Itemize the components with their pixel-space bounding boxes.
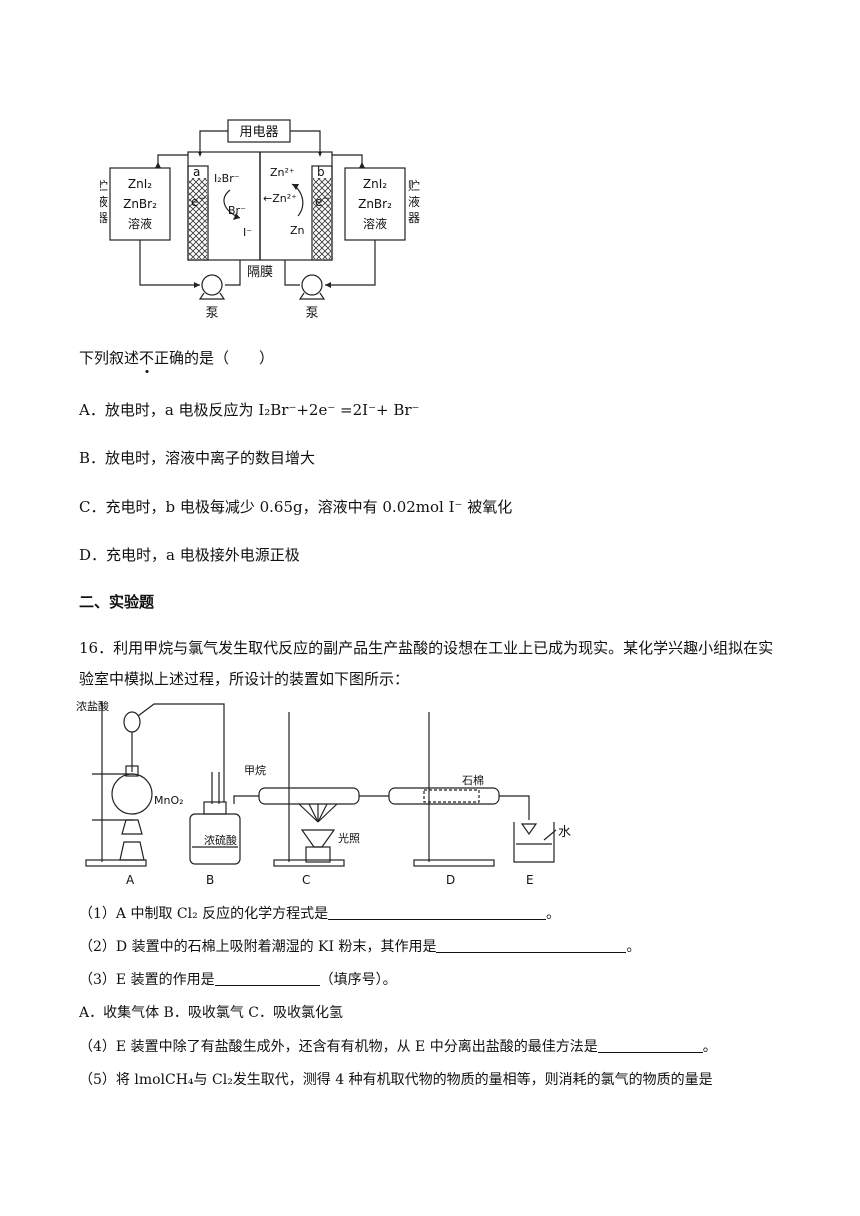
label-light: 光照: [338, 831, 360, 845]
pump-left-label: 泵: [205, 306, 218, 321]
label-e: E: [526, 873, 534, 887]
label-conc-hcl: 浓盐酸: [76, 699, 109, 713]
species-i: I⁻: [243, 226, 252, 239]
electrode-b: [311, 165, 333, 261]
label-methane: 甲烷: [244, 763, 266, 777]
species-zn: Zn: [290, 224, 305, 237]
sub-question-2: （2）D 装置中的石棉上吸附着潮湿的 KI 粉末，其作用是。: [79, 938, 641, 955]
apparatus-diagram: 浓盐酸 MnO₂ 甲烷 浓硫酸 光照 石棉 水 A B C D E: [76, 699, 571, 887]
right-side-label-2: 液: [408, 194, 420, 209]
right-side-label-3: 器: [408, 211, 420, 225]
sub-question-3: （3）E 装置的作用是（填序号）。: [79, 971, 397, 988]
sub-question-5: （5）将 lmolCH₄与 Cl₂发生取代，测得 4 种有机取代物的物质的量相等…: [79, 1072, 713, 1088]
right-tank-line2: ZnBr₂: [358, 197, 392, 211]
label-asbestos: 石棉: [462, 773, 484, 787]
left-side-label-2: 液: [100, 194, 108, 209]
left-tank-line1: ZnI₂: [128, 177, 152, 191]
species-br: Br⁻: [228, 204, 246, 217]
answer-blank-1[interactable]: [328, 905, 547, 920]
pump-right: [301, 274, 323, 296]
option-a: A．放电时，a 电极反应为 I₂Br⁻+2e⁻ =2I⁻+ Br⁻: [79, 401, 420, 419]
emphasis-dot-char: 不: [139, 349, 155, 367]
species-i2br: I₂Br⁻: [214, 172, 240, 185]
electrode-b-label: b: [317, 165, 325, 179]
answer-blank-3[interactable]: [214, 971, 320, 986]
label-conc-h2so4: 浓硫酸: [204, 833, 237, 847]
label-d: D: [446, 873, 455, 887]
answer-blank-2[interactable]: [436, 938, 627, 953]
label-a: A: [126, 873, 135, 887]
option-c: C．充电时，b 电极每减少 0.65g，溶液中有 0.02mol I⁻ 被氧化: [79, 498, 513, 516]
left-side-label-1: 贮: [100, 178, 108, 193]
left-side-label-3: 器: [100, 211, 108, 225]
battery-diagram: 用电器 a b e− e− I₂Br⁻ Br⁻ I⁻ Zn²⁺ ←Zn²⁺ Zn…: [100, 119, 420, 321]
label-water: 水: [558, 825, 571, 840]
pump-left: [201, 274, 223, 296]
question15-stem: 下列叙述不正确的是（ ）: [79, 349, 275, 367]
sub-question-4: （4）E 装置中除了有盐酸生成外，还含有有机物，从 E 中分离出盐酸的最佳方法是…: [79, 1038, 717, 1055]
section-title: 二、实验题: [79, 593, 155, 611]
left-tank-line3: 溶液: [128, 216, 152, 231]
label-c: C: [302, 873, 310, 887]
membrane-label: 隔膜: [247, 265, 273, 280]
option-d: D．充电时，a 电极接外电源正极: [79, 546, 300, 564]
electrode-a-label: a: [193, 165, 200, 179]
answer-blank-4[interactable]: [597, 1038, 703, 1053]
label-b: B: [206, 873, 214, 887]
right-tank-line3: 溶液: [363, 216, 387, 231]
option-b: B．放电时，溶液中离子的数目增大: [79, 449, 316, 467]
label-mno2: MnO₂: [154, 794, 184, 807]
species-zn2-mid: ←Zn²⁺: [263, 192, 297, 205]
question16-stem-line1: 16．利用甲烷与氯气发生取代反应的副产品生产盐酸的设想在工业上已成为现实。某化学…: [79, 639, 774, 657]
species-zn2-top: Zn²⁺: [270, 166, 295, 179]
sub-question-1: （1）A 中制取 Cl₂ 反应的化学方程式是。: [79, 905, 561, 922]
right-tank-line1: ZnI₂: [363, 177, 387, 191]
question16-stem-line2: 验室中模拟上述过程，所设计的装置如下图所示：: [79, 670, 410, 688]
appliance-label: 用电器: [239, 125, 278, 140]
pump-right-label: 泵: [305, 306, 318, 321]
left-tank-line2: ZnBr₂: [123, 197, 157, 211]
right-side-label-1: 贮: [408, 178, 420, 193]
sub-question-3-options: A．收集气体 B．吸收氯气 C．吸收氯化氢: [79, 1005, 344, 1021]
